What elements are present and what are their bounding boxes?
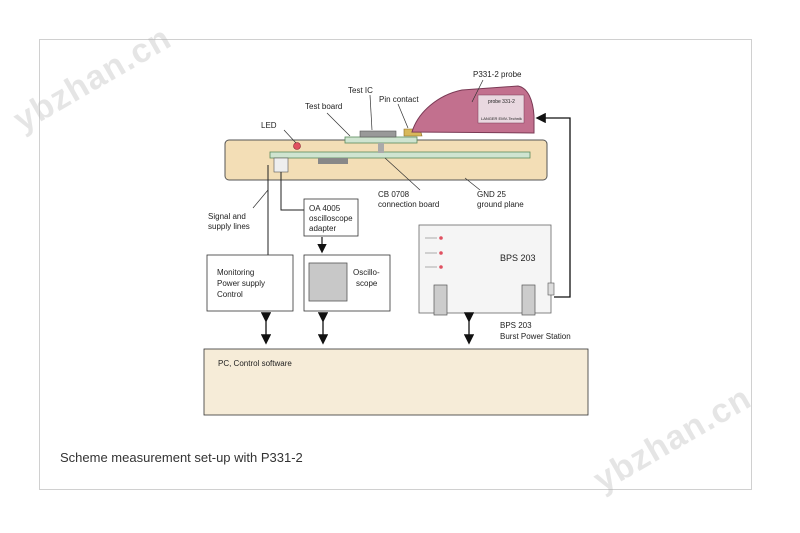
- test-ic: [359, 130, 397, 138]
- bps-connector-left: [433, 284, 448, 316]
- bps-led-1: [439, 236, 443, 240]
- label-test-board: Test board: [305, 102, 342, 111]
- signal-pointer: [252, 189, 269, 209]
- probe-pointer: [471, 79, 484, 103]
- label-mon-2: Power supply: [217, 279, 265, 288]
- test-board-pointer: [326, 112, 351, 137]
- test-ic-pointer: [369, 94, 373, 131]
- label-oa-3: adapter: [309, 224, 336, 233]
- label-cb-1: CB 0708: [378, 190, 410, 199]
- board-connector: [318, 158, 348, 164]
- label-probe: P331-2 probe: [473, 70, 522, 79]
- bps-to-probe-cable: [535, 112, 571, 298]
- label-bps-2: Burst Power Station: [500, 332, 571, 341]
- test-board: [344, 136, 418, 144]
- label-signal-1: Signal and: [208, 212, 246, 221]
- ground-plane: [224, 139, 548, 181]
- label-gnd-2: ground plane: [477, 200, 524, 209]
- gnd-pointer: [464, 177, 481, 191]
- label-signal-2: supply lines: [208, 222, 250, 231]
- probe-tag-maker: LANGER EMV-Technik: [481, 116, 522, 121]
- label-bps-1: BPS 203: [500, 321, 532, 330]
- probe-label-plate: [477, 94, 525, 124]
- label-gnd-1: GND 25: [477, 190, 506, 199]
- label-mon-3: Control: [217, 290, 243, 299]
- label-mon-1: Monitoring: [217, 268, 254, 277]
- ic-pin: [378, 143, 384, 153]
- cb-pointer: [384, 157, 421, 191]
- connection-board: [269, 151, 531, 159]
- label-osc-1: Oscillo-: [353, 268, 380, 277]
- bps-connector-right: [521, 284, 536, 316]
- label-cb-2: connection board: [378, 200, 439, 209]
- adapter-port: [273, 157, 289, 173]
- bps-led-3: [439, 265, 443, 269]
- label-led: LED: [261, 121, 277, 130]
- pc-box: [203, 348, 589, 416]
- monitoring-box: [206, 254, 294, 312]
- pin-contact-pointer: [397, 103, 409, 129]
- adapter-wire: [280, 172, 304, 211]
- label-test-ic: Test IC: [348, 86, 373, 95]
- label-oa-2: oscilloscope: [309, 214, 353, 223]
- oa-adapter-box: [303, 198, 359, 237]
- label-pc: PC, Control software: [218, 359, 292, 368]
- label-bps-title: BPS 203: [500, 253, 536, 263]
- oscilloscope-screen: [308, 262, 348, 302]
- led-pointer: [283, 129, 297, 144]
- label-osc-2: scope: [356, 279, 378, 288]
- figure-caption: Scheme measurement set-up with P331-2: [60, 450, 303, 465]
- bps-led-2: [439, 251, 443, 255]
- led-indicator: [293, 142, 301, 150]
- probe-tag-model: probe 331-2: [488, 99, 515, 105]
- label-pin-contact: Pin contact: [379, 95, 419, 104]
- label-oa-1: OA 4005: [309, 204, 341, 213]
- bps-side-port: [547, 282, 555, 296]
